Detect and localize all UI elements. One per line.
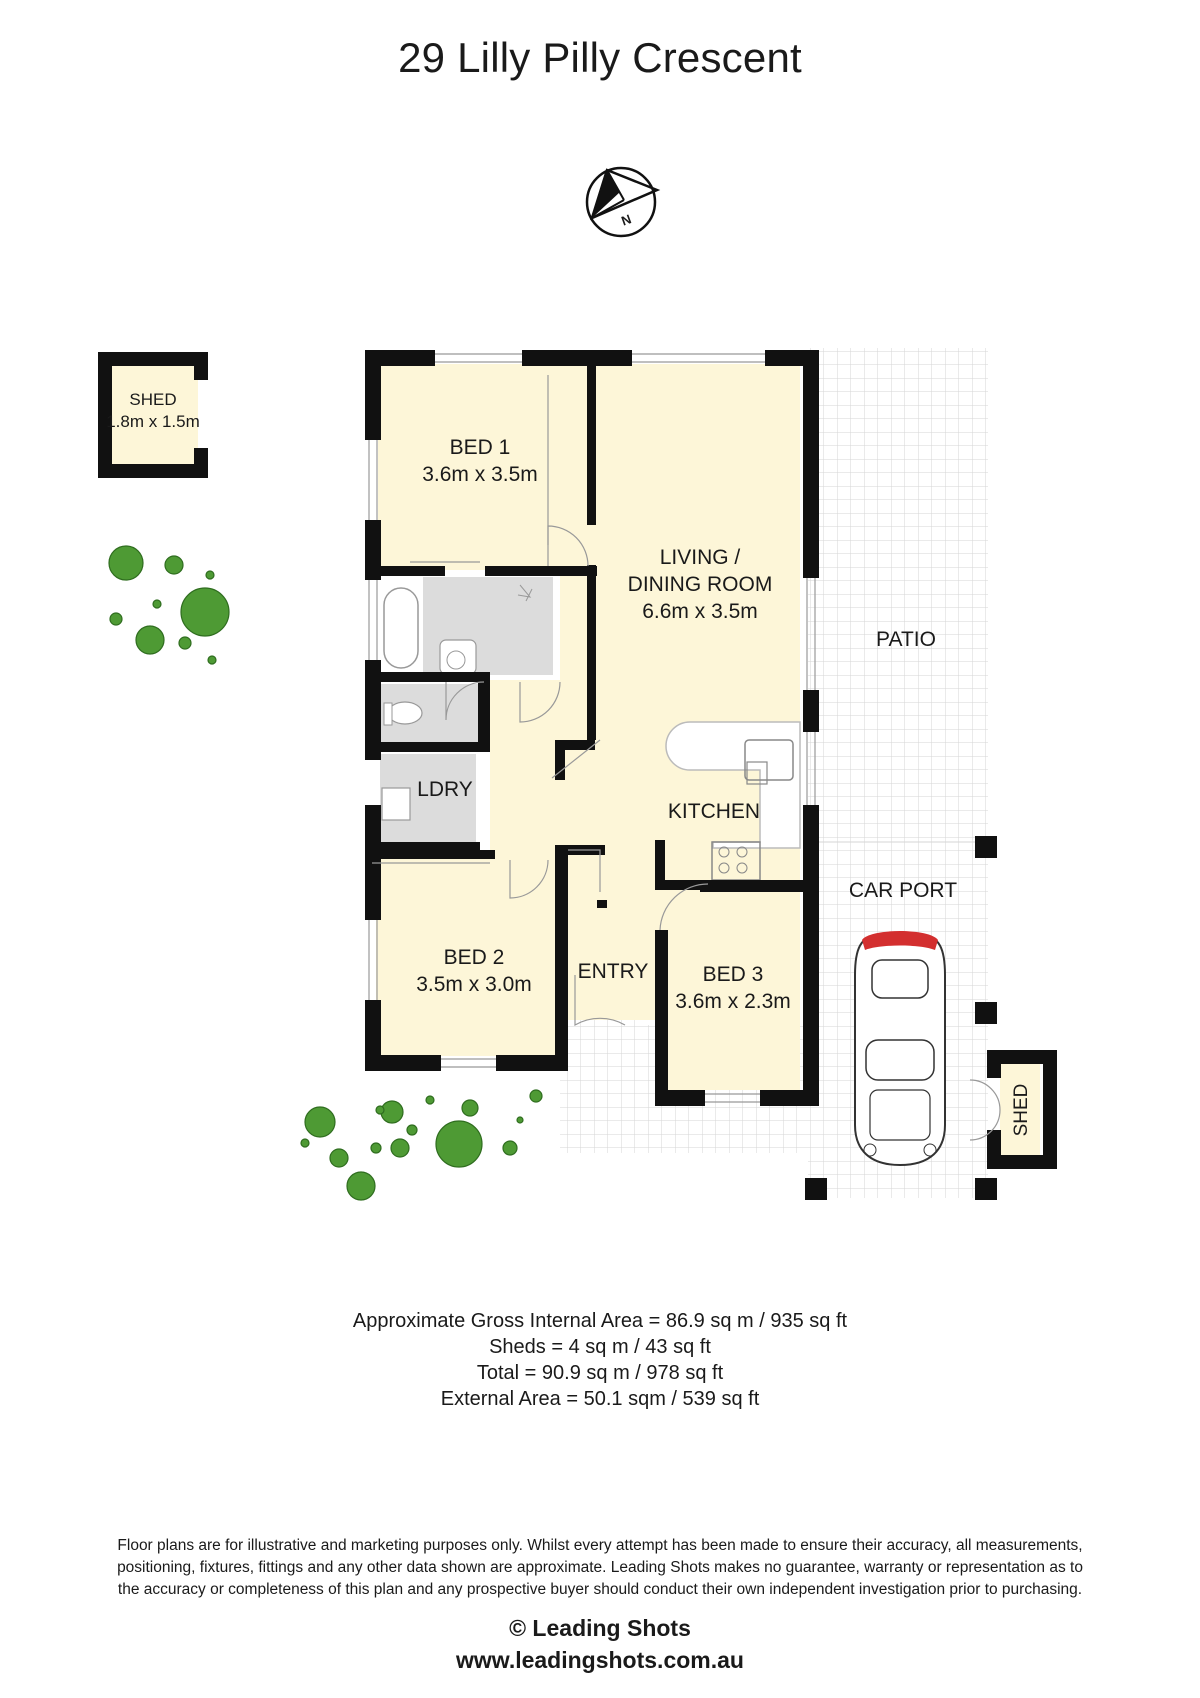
- area-gross: Approximate Gross Internal Area = 86.9 s…: [352, 1310, 848, 1332]
- room-bed2-name: BED 2: [444, 946, 505, 969]
- room-ldry-name: LDRY: [417, 778, 473, 801]
- room-bed3-size: 3.6m x 2.3m: [675, 990, 791, 1013]
- bathtub-icon: [383, 587, 419, 669]
- room-living-size: 6.6m x 3.5m: [642, 600, 758, 623]
- room-living-name-1: LIVING /: [660, 546, 741, 569]
- trees: [108, 545, 543, 1201]
- room-carport-shed-name: SHED: [1011, 1084, 1032, 1137]
- room-shed-name: SHED: [129, 390, 176, 409]
- toilet-icon: [387, 701, 423, 725]
- copyright: © Leading Shots: [509, 1615, 691, 1641]
- room-bed1-size: 3.6m x 3.5m: [422, 463, 538, 486]
- room-carport-name: CAR PORT: [849, 879, 957, 902]
- shower-icon: [517, 584, 533, 602]
- bathroom-fixtures: [381, 584, 533, 821]
- room-bed1-name: BED 1: [450, 436, 511, 459]
- car-icon: [854, 931, 946, 1167]
- laundry-tub-icon: [381, 787, 411, 821]
- north-arrow-icon: N: [585, 166, 661, 238]
- doors: [372, 375, 1001, 1141]
- sink-icon: [744, 739, 794, 781]
- walls: [98, 350, 1057, 1200]
- room-bed3-name: BED 3: [703, 963, 764, 986]
- room-patio-name: PATIO: [876, 628, 936, 651]
- compass-label: N: [619, 211, 633, 228]
- room-entry-name: ENTRY: [578, 960, 649, 983]
- windows: [368, 353, 816, 1103]
- room-bed2-size: 3.5m x 3.0m: [416, 973, 532, 996]
- area-total: Total = 90.9 sq m / 978 sq ft: [476, 1362, 724, 1384]
- area-sheds: Sheds = 4 sq m / 43 sq ft: [489, 1336, 711, 1358]
- area-external: External Area = 50.1 sqm / 539 sq ft: [440, 1388, 760, 1410]
- disclaimer-line-2: positioning, fixtures, fittings and any …: [117, 1559, 1083, 1576]
- disclaimer-line-1: Floor plans are for illustrative and mar…: [117, 1537, 1083, 1554]
- website-link[interactable]: www.leadingshots.com.au: [456, 1647, 744, 1673]
- disclaimer-line-3: the accuracy or completeness of this pla…: [117, 1581, 1083, 1598]
- room-living-name-2: DINING ROOM: [628, 573, 773, 596]
- disclaimer: Floor plans are for illustrative and mar…: [80, 1535, 1120, 1601]
- copyright-block: © Leading Shots www.leadingshots.com.au: [0, 1612, 1200, 1676]
- area-summary: Approximate Gross Internal Area = 86.9 s…: [0, 1308, 1200, 1412]
- page-title: 29 Lilly Pilly Crescent: [398, 34, 802, 81]
- room-shed-size: 1.8m x 1.5m: [106, 412, 200, 431]
- floor-plan: N: [98, 166, 1057, 1201]
- room-kitchen-name: KITCHEN: [668, 800, 760, 823]
